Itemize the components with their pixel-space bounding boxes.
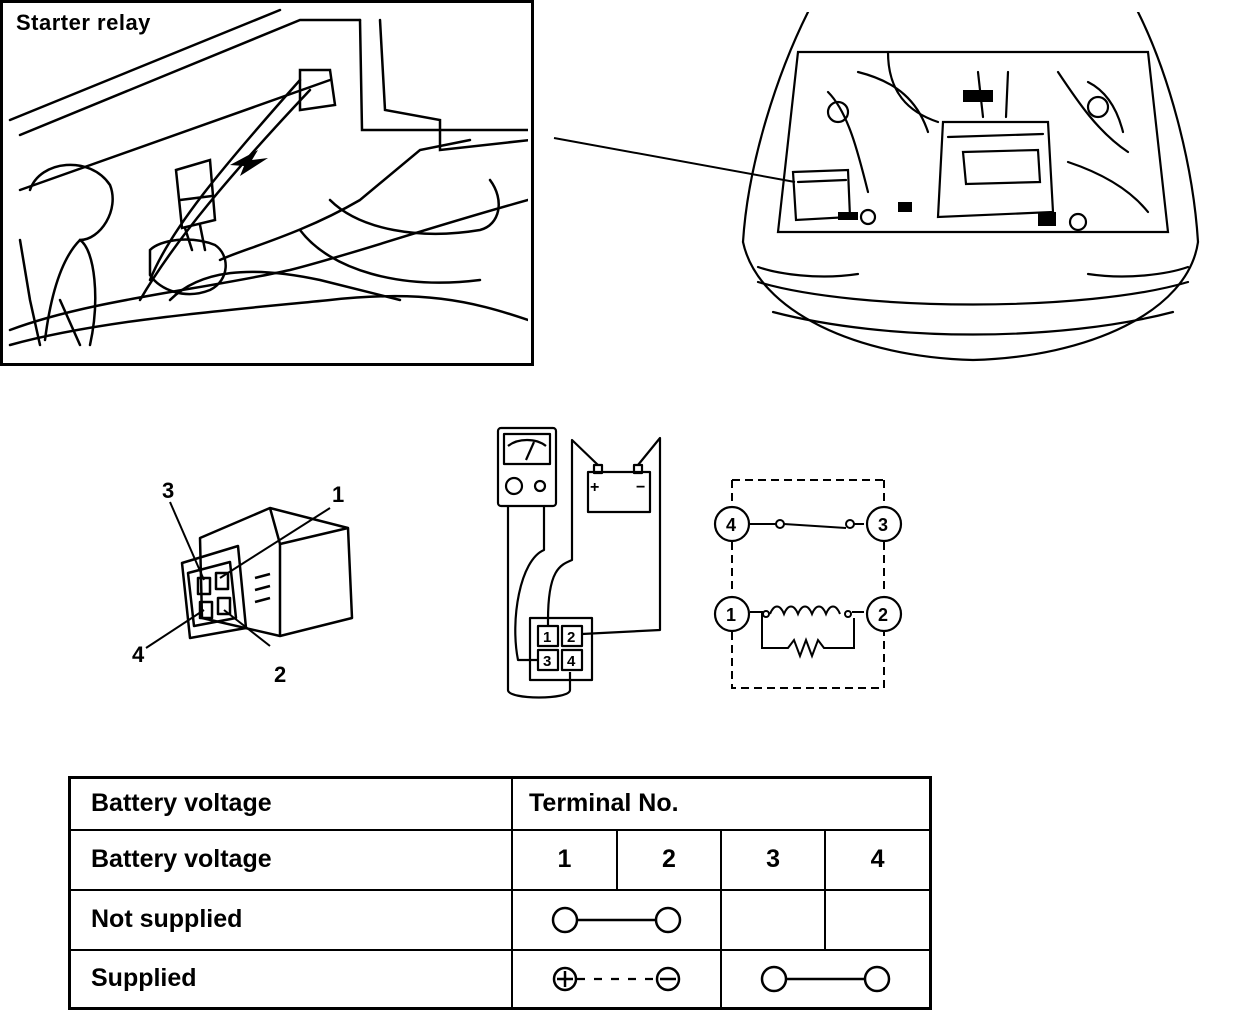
continuity-1-2 — [511, 888, 722, 951]
starter-relay-inset: Starter relay — [0, 0, 534, 366]
pointer-arrow-icon — [230, 150, 268, 176]
ohmmeter-body — [496, 426, 558, 508]
relay-callout-3: 3 — [162, 478, 174, 503]
connector-pin-4: 4 — [567, 653, 576, 670]
terminal-2-header: 2 — [616, 828, 722, 891]
leader-line — [553, 137, 796, 183]
battery-positive: + — [590, 479, 599, 496]
connector-pin-1: 1 — [543, 629, 551, 646]
schematic-label-4: 4 — [726, 515, 736, 535]
terminal-4-header: 4 — [824, 828, 932, 891]
ohmmeter-dial — [502, 432, 552, 466]
battery-body — [586, 470, 652, 514]
relay-callout-2: 2 — [274, 662, 286, 687]
continuity-table: Battery voltage Terminal No. Battery vol… — [68, 776, 932, 1010]
relay-terminal-drawing: 3 1 4 2 — [132, 478, 354, 687]
battery-applied-1-2 — [511, 948, 722, 1009]
car-engine-bay-drawing — [741, 12, 1200, 362]
connector-pin-2: 2 — [567, 629, 575, 646]
relay-callout-4: 4 — [132, 642, 145, 667]
test-wiring-drawing: + − 1 2 3 4 — [496, 426, 662, 699]
schematic-label-2: 2 — [878, 605, 888, 625]
schematic-terminal-3 — [865, 505, 903, 543]
relay-connector-block — [528, 616, 594, 682]
battery-negative: − — [636, 479, 645, 496]
row-label-supplied: Supplied — [68, 948, 513, 1009]
ohmmeter-knob — [504, 476, 524, 496]
schematic-label-3: 3 — [878, 515, 888, 535]
terminal-number-row: Battery voltage 1 2 3 4 — [68, 828, 932, 891]
continuity-3-4 — [720, 948, 932, 1009]
table-header-row: Battery voltage Terminal No. — [68, 776, 932, 831]
row-label-not-supplied: Not supplied — [68, 888, 513, 951]
table-row: Not supplied — [68, 888, 932, 951]
relay-schematic: 4 3 1 2 — [713, 479, 903, 689]
terminal-1-header: 1 — [511, 828, 618, 891]
relay-callout-1: 1 — [332, 482, 344, 507]
inset-title: Starter relay — [16, 10, 151, 35]
schematic-label-1: 1 — [726, 605, 736, 625]
terminal-row-label: Battery voltage — [68, 828, 513, 891]
terminal-3-header: 3 — [719, 828, 827, 891]
connector-pin-3: 3 — [543, 653, 551, 670]
schematic-terminal-2 — [865, 595, 903, 633]
schematic-terminal-1 — [713, 595, 751, 633]
schematic-terminal-4 — [713, 505, 751, 543]
battery-voltage-header: Battery voltage — [68, 776, 513, 831]
terminal-no-header: Terminal No. — [511, 776, 932, 831]
engine-bay-closeup-drawing — [8, 8, 528, 347]
table-row: Supplied — [68, 948, 932, 1009]
